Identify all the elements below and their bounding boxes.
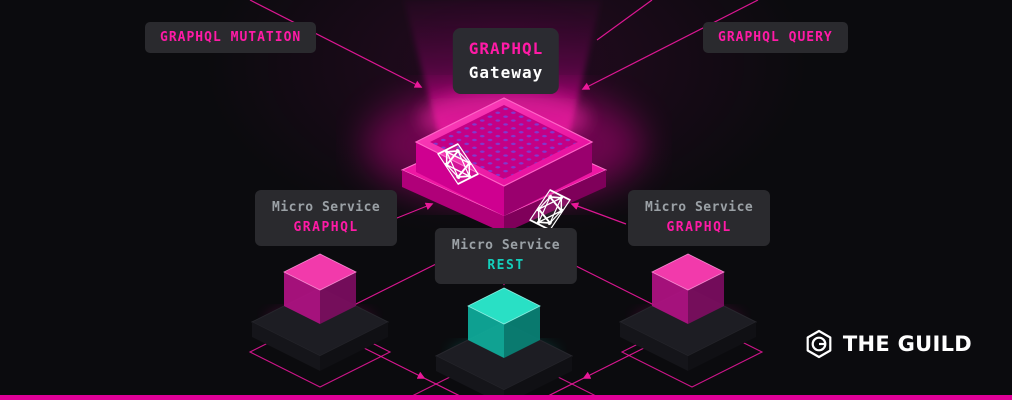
service-protocol: GRAPHQL [666,220,732,236]
service-label-right: Micro Service GRAPHQL [628,190,771,247]
service-protocol: REST [487,258,525,274]
service-title: Micro Service [272,200,381,215]
service-cube-right [618,253,758,371]
gateway-label-line1: GRAPHQL [468,39,544,58]
guild-wordmark: THE GUILD [842,332,972,356]
graphql-logo-icon [437,143,479,185]
graphql-query-label: GRAPHQL QUERY [703,22,848,53]
cube [651,253,725,324]
cube [467,287,541,358]
graphql-mutation-label: GRAPHQL MUTATION [145,22,317,53]
cube [283,253,357,324]
service-title: Micro Service [451,238,561,253]
gateway-label-line2: Gateway [468,63,544,82]
service-title: Micro Service [645,200,754,215]
service-cube-left [250,253,390,371]
gateway-label: GRAPHQL Gateway [452,28,560,94]
bottom-accent-bar [0,395,1012,400]
service-cube-center [434,287,574,400]
service-label-left: Micro Service GRAPHQL [255,190,398,247]
guild-hexagon-icon [806,329,832,359]
the-guild-logo: THE GUILD [804,329,972,359]
service-label-center: Micro Service REST [434,228,578,285]
gateway-illustration [400,97,608,233]
service-protocol: GRAPHQL [293,220,359,236]
